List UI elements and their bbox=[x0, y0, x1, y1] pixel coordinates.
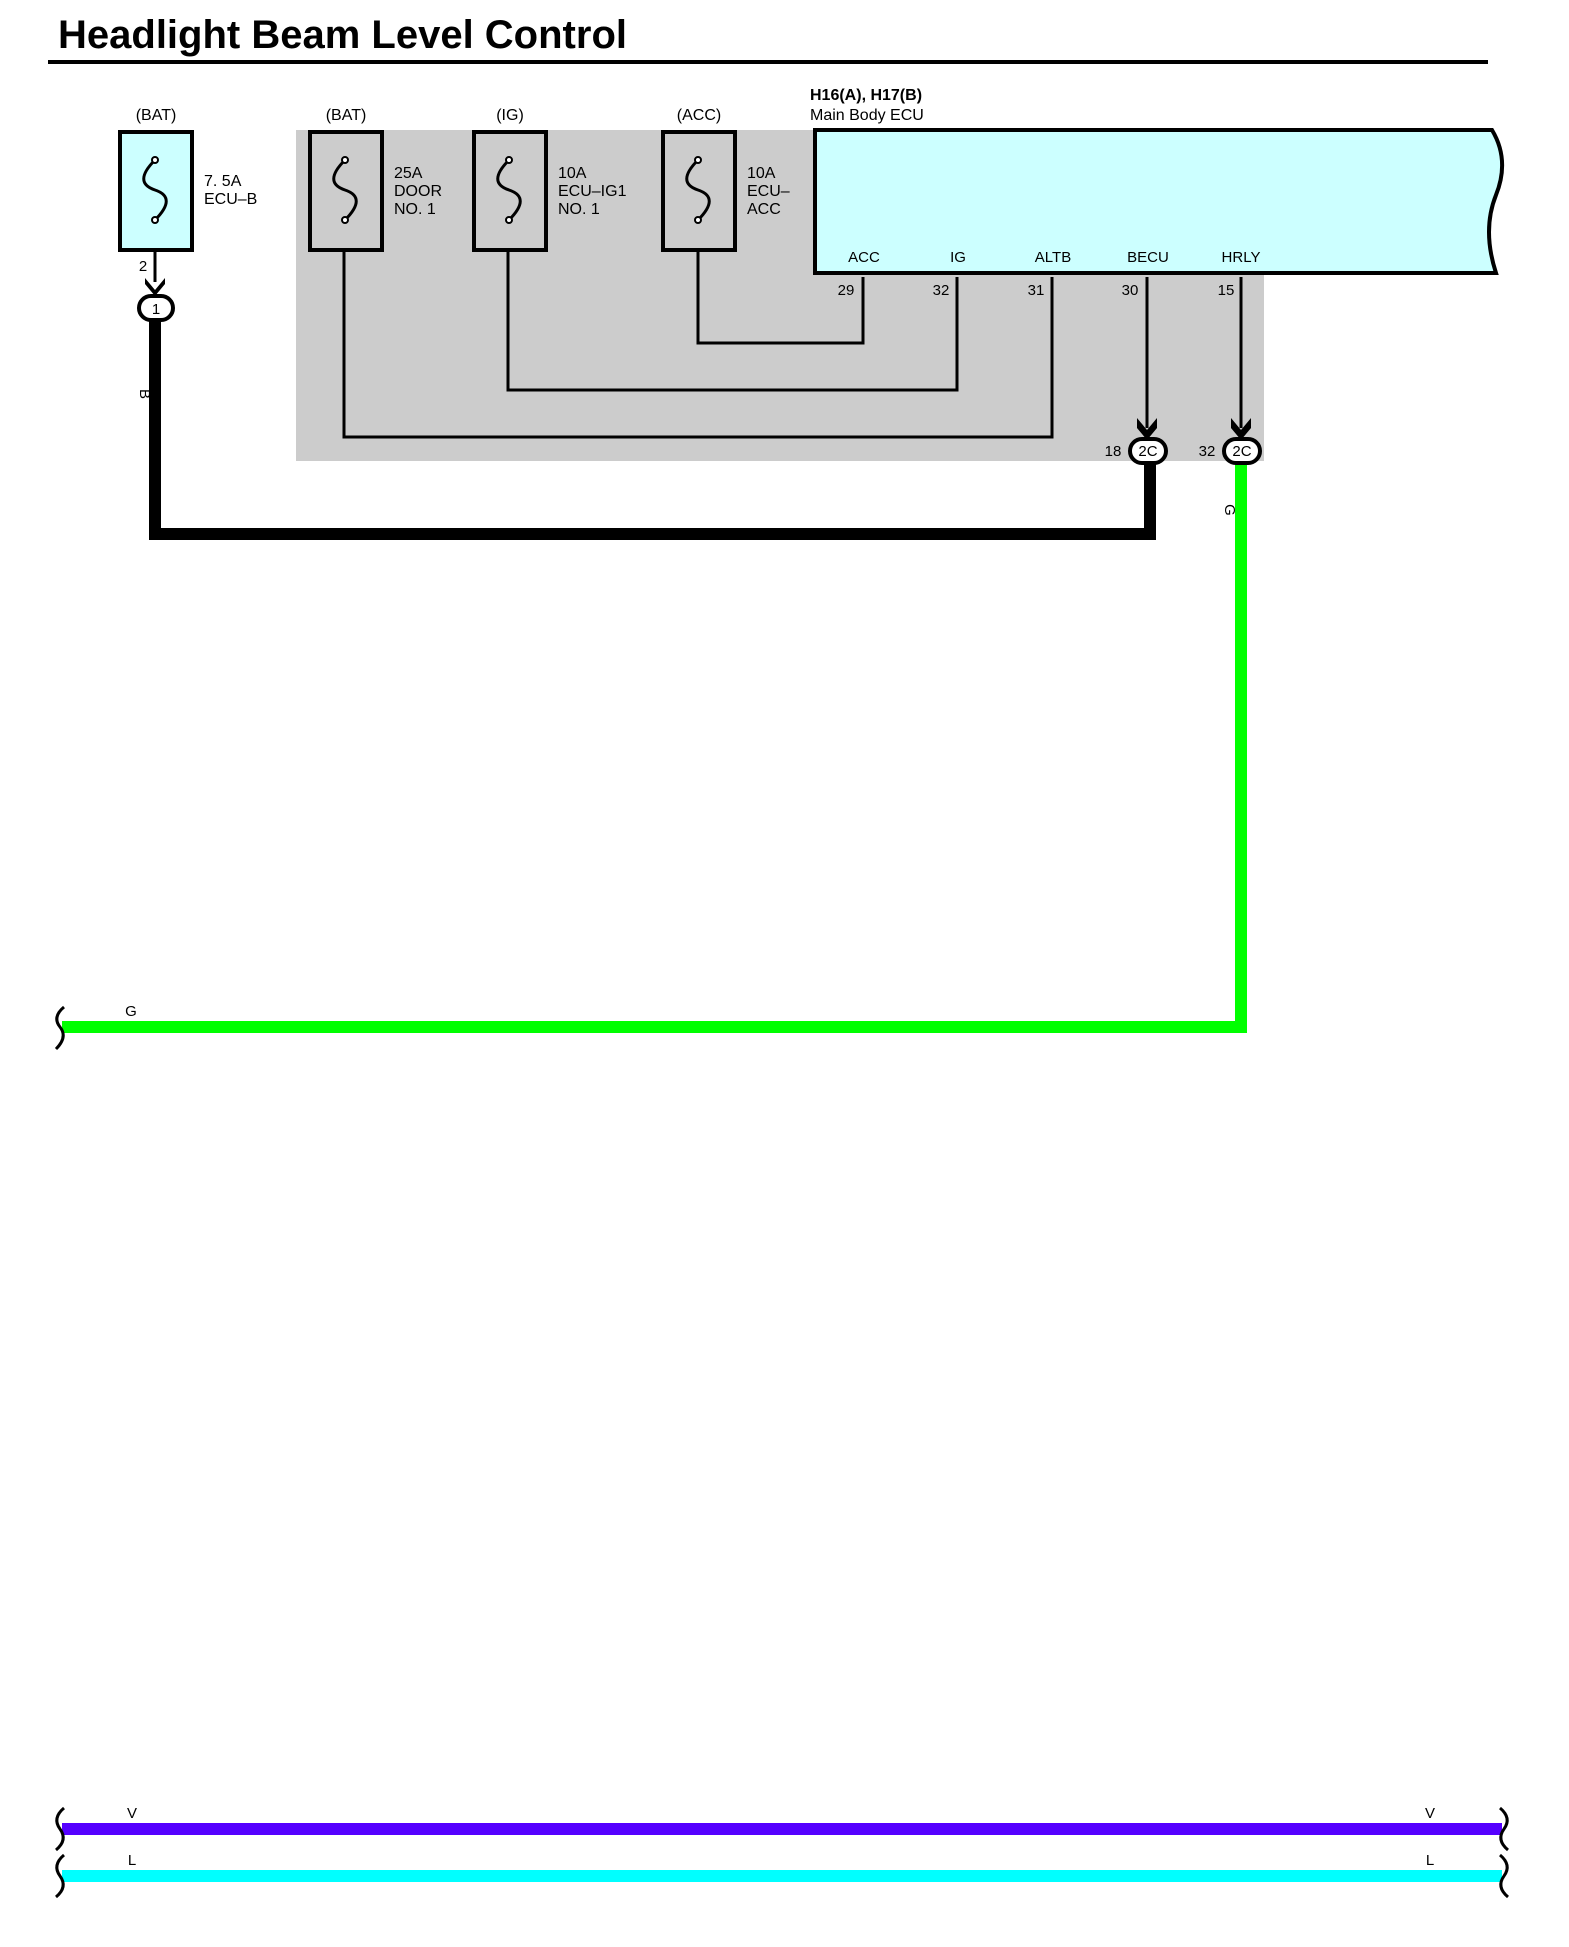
ecu-connector-code: H16(A), H17(B) bbox=[810, 87, 922, 104]
wire-break-mark-blue-left bbox=[54, 1853, 66, 1899]
ecu-pin-number: 29 bbox=[838, 282, 855, 299]
fuse-name-label: DOOR bbox=[394, 183, 442, 200]
fuse-ecu-b: (BAT) 7. 5A ECU–B bbox=[118, 107, 257, 252]
fuse-source-label: (BAT) bbox=[136, 107, 177, 124]
wire-break-mark-green bbox=[54, 1005, 65, 1051]
fuse-name-label: ACC bbox=[747, 201, 781, 218]
ecu-pin-number: 32 bbox=[933, 282, 950, 299]
wire-break-mark-blue-right bbox=[1498, 1853, 1510, 1899]
fuse-name-label: NO. 1 bbox=[558, 201, 600, 218]
fuse-name-label: NO. 1 bbox=[394, 201, 436, 218]
fuse-name-label: ECU– bbox=[747, 183, 790, 200]
ecu-pin-number: 31 bbox=[1028, 282, 1045, 299]
wire-color-label: G bbox=[1221, 504, 1238, 516]
connector-pin-number: 32 bbox=[1199, 443, 1216, 460]
wire-color-label: B bbox=[136, 389, 153, 399]
ecu-terminal-name: BECU bbox=[1127, 249, 1169, 266]
wire-acc bbox=[696, 218, 865, 345]
fuse-symbol-icon bbox=[142, 158, 168, 222]
fuse-door-no1: (BAT) 25A DOOR NO. 1 bbox=[308, 107, 442, 252]
fuse-symbol-icon bbox=[332, 158, 358, 222]
internal-wiring bbox=[153, 218, 1243, 439]
ecu-terminal-name: HRLY bbox=[1222, 249, 1261, 266]
fuse-symbol-icon bbox=[685, 158, 711, 222]
main-body-ecu: H16(A), H17(B) Main Body ECU ACC IG ALTB… bbox=[810, 87, 1505, 299]
fuse-rating-label: 10A bbox=[747, 165, 776, 182]
page-title: Headlight Beam Level Control bbox=[58, 13, 627, 57]
wire-black-b bbox=[149, 318, 1156, 540]
wire-color-label: V bbox=[1425, 1805, 1435, 1822]
wire-green-g bbox=[62, 460, 1247, 1033]
arrow-down-icon bbox=[145, 278, 165, 296]
connector-label: 2C bbox=[1138, 443, 1157, 460]
wire-color-label: G bbox=[125, 1003, 137, 1020]
fuse-symbol-icon bbox=[496, 158, 522, 222]
connector-1 bbox=[137, 294, 175, 322]
ecu-terminal-name: IG bbox=[950, 249, 966, 266]
wire-ig bbox=[506, 218, 959, 392]
arrow-down-icon bbox=[1137, 418, 1157, 440]
fuse-rating-label: 10A bbox=[558, 165, 587, 182]
ecu-terminal-name: ALTB bbox=[1035, 249, 1071, 266]
ecu-pin-number: 30 bbox=[1122, 282, 1139, 299]
wire-break-mark-violet-left bbox=[54, 1806, 66, 1852]
fuse-ecu-ig1-no1: (IG) 10A ECU–IG1 NO. 1 bbox=[472, 107, 627, 252]
connector-label: 2C bbox=[1232, 443, 1251, 460]
fuse-source-label: (ACC) bbox=[677, 107, 721, 124]
fuse-ecu-acc: (ACC) 10A ECU– ACC bbox=[661, 107, 790, 252]
wire-color-label: L bbox=[1426, 1852, 1434, 1869]
connector-pin-number: 18 bbox=[1105, 443, 1122, 460]
connector-body bbox=[1128, 437, 1168, 465]
wire-altb bbox=[342, 218, 1054, 439]
connector-1-label: 1 bbox=[152, 301, 160, 318]
fuse-source-label: (BAT) bbox=[326, 107, 367, 124]
wire-color-label: V bbox=[127, 1805, 137, 1822]
fuse-rating-label: 7. 5A bbox=[204, 173, 242, 190]
arrow-down-icon bbox=[1231, 418, 1251, 440]
wire-break-mark-violet-right bbox=[1498, 1806, 1510, 1852]
ecu-name: Main Body ECU bbox=[810, 107, 924, 124]
connector-body bbox=[1222, 437, 1262, 465]
fuse-source-label: (IG) bbox=[496, 107, 524, 124]
ecu-box bbox=[813, 128, 1505, 275]
fuse-name-label: ECU–B bbox=[204, 191, 257, 208]
connector-2c-becu: 2C 18 bbox=[1105, 418, 1168, 465]
wire-color-label: L bbox=[128, 1852, 136, 1869]
ecu-terminal-name: ACC bbox=[848, 249, 880, 266]
fuse-name-label: ECU–IG1 bbox=[558, 183, 627, 200]
ecu-pin-number: 15 bbox=[1218, 282, 1235, 299]
fuse-pin-number: 2 bbox=[139, 258, 147, 275]
connector-2c-hrly: 2C 32 bbox=[1199, 418, 1262, 465]
fuse-rating-label: 25A bbox=[394, 165, 423, 182]
